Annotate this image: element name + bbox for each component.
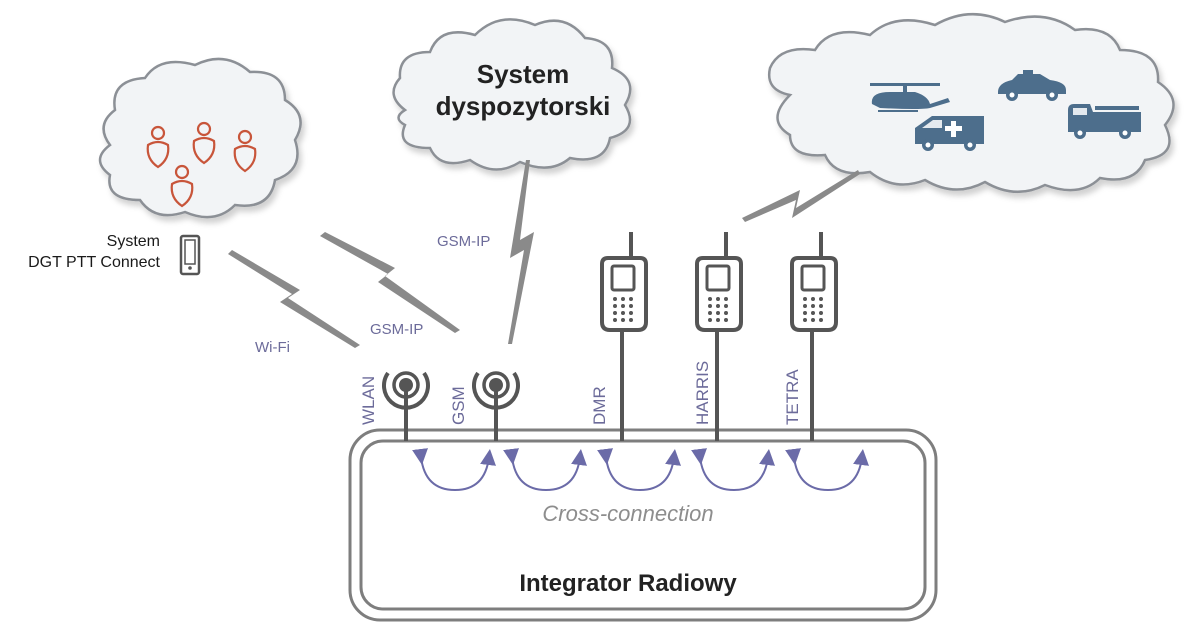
fire-truck-icon <box>1068 104 1141 139</box>
dispatch-cloud <box>392 18 632 171</box>
port-label-tetra: TETRA <box>783 369 802 425</box>
harris-radio-icon <box>695 230 743 441</box>
cross-connection-label: Cross-connection <box>542 501 713 526</box>
cross-connection-arrows <box>412 448 869 492</box>
ptt-label-line2: DGT PTT Connect <box>28 254 160 271</box>
ambulance-icon <box>915 116 984 151</box>
port-label-dmr: DMR <box>590 386 609 425</box>
wifi-link-bolt <box>228 250 360 348</box>
vehicles-cloud <box>767 12 1175 194</box>
radio-vehicles-bolt <box>742 170 860 222</box>
cross-arrow <box>597 448 681 492</box>
ptt-label-line1: System <box>107 233 160 250</box>
wifi-label: Wi-Fi <box>255 339 290 356</box>
cross-arrow <box>785 448 869 492</box>
port-label-harris: HARRIS <box>693 361 712 425</box>
cross-arrow <box>691 448 775 492</box>
port-label-wlan: WLAN <box>359 376 378 425</box>
integrator-box <box>348 428 938 622</box>
helicopter-icon <box>870 83 950 112</box>
gsm-ip-dispatch-bolt <box>508 160 534 344</box>
cross-arrow <box>503 448 587 492</box>
dmr-radio-icon <box>600 230 648 441</box>
gsm-ip-top-label: GSM-IP <box>437 233 490 250</box>
tetra-radio-icon <box>790 230 838 441</box>
gsm-antenna-icon <box>472 371 520 441</box>
smartphone-icon <box>179 234 201 276</box>
gsm-ip-link-bolt <box>320 232 460 333</box>
wlan-antenna-icon <box>382 371 430 441</box>
dispatch-title-line1: System <box>477 59 570 89</box>
cross-arrow <box>412 448 496 492</box>
police-car-icon <box>998 70 1066 101</box>
port-label-gsm: GSM <box>449 386 468 425</box>
dispatch-title-line2: dyspozytorski <box>436 91 611 121</box>
gsm-ip-left-label: GSM-IP <box>370 321 423 338</box>
integrator-title: Integrator Radiowy <box>519 570 737 597</box>
